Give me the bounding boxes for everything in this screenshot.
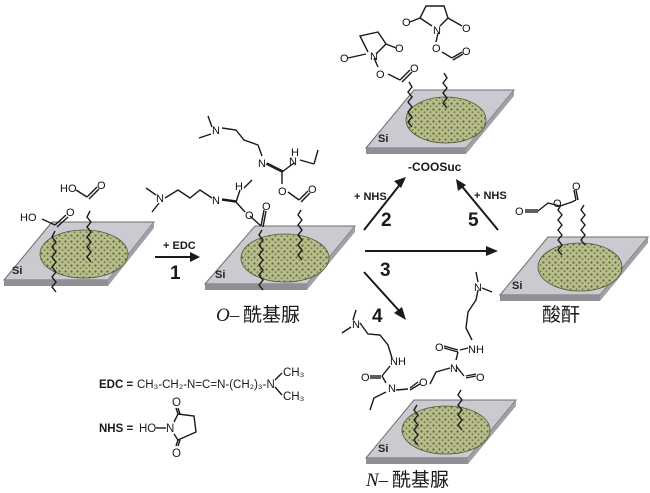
atom-o: O — [476, 372, 485, 384]
label-prefix: O– — [216, 305, 240, 326]
edc-methyl: CH₃ — [283, 367, 305, 379]
atom-o: O — [376, 69, 385, 81]
reagent-label: + NHS — [474, 190, 507, 202]
substrate-n-acylurea: Si — [364, 399, 518, 464]
atom-o: O — [66, 207, 75, 219]
arrow-step-4: 4 — [363, 271, 406, 327]
label-n-acylurea: N– 酰基脲 — [365, 469, 449, 491]
atom-o: O — [462, 23, 471, 35]
substrate-label: Si — [215, 269, 225, 281]
nhs-o: O — [172, 397, 181, 409]
substrate-start: Si — [2, 221, 156, 286]
nhs-n: N — [166, 423, 174, 435]
edc-methyl: CH₃ — [283, 391, 305, 403]
label-o-acylurea: O– 酰基脲 — [216, 304, 300, 326]
atom-o: O — [515, 206, 524, 218]
substrate-o-acylurea: Si — [203, 225, 357, 290]
substrate-label: Si — [512, 280, 522, 292]
atom-o: O — [410, 63, 419, 75]
edc-formula: CH₃-CH₂-N=C=N-(CH₂)₃-N — [137, 379, 275, 391]
atom-n: N — [450, 363, 458, 375]
atom-n: N — [212, 195, 220, 207]
atom-n: N — [156, 193, 164, 205]
arrow-step-2: + NHS 2 — [354, 177, 406, 231]
molecule-o-acylurea: O O H N N O O N H N N — [145, 115, 319, 291]
atom-ho: HO — [20, 212, 37, 224]
atom-o: O — [245, 210, 254, 222]
atom-o: O — [262, 201, 271, 213]
molecule-start-cooh: HO O HO O — [20, 180, 106, 293]
step-number: 5 — [468, 210, 479, 231]
atom-n: N — [370, 51, 378, 63]
atom-o: O — [278, 186, 287, 198]
atom-n: N — [433, 25, 441, 37]
atom-n: N — [212, 125, 220, 137]
nhs-prefix: NHS = — [99, 423, 133, 435]
nhs-ho: HO — [139, 423, 156, 435]
atom-o: O — [419, 377, 428, 389]
step-number: 1 — [170, 263, 181, 284]
reagent-label: + EDC — [163, 240, 196, 252]
label-prefix: N– — [365, 470, 389, 491]
label-text: 酰基脲 — [243, 304, 300, 326]
atom-ho: HO — [60, 183, 77, 195]
atom-n: N — [388, 383, 396, 395]
label-text: 酸酐 — [542, 304, 580, 326]
step-number: 4 — [372, 306, 383, 327]
atom-o: O — [432, 43, 441, 55]
legend-edc: EDC = CH₃-CH₂-N=C=N-(CH₂)₃-N CH₃ CH₃ — [99, 367, 305, 403]
atom-o: O — [97, 180, 106, 192]
arrow-step-1: + EDC 1 — [155, 240, 200, 284]
coosuc-label: -COOSuc — [408, 160, 462, 174]
atom-h: H — [235, 181, 243, 193]
label-anhydride: 酸酐 — [542, 304, 580, 326]
nhs-o: O — [172, 448, 181, 460]
atom-o: O — [308, 184, 317, 196]
atom-nh: NH — [468, 344, 484, 356]
atom-o: O — [395, 43, 404, 55]
atom-o: O — [572, 181, 581, 193]
substrate-coosuc: Si — [364, 89, 516, 154]
arrow-step-3: 3 — [365, 246, 498, 281]
atom-n: N — [352, 319, 360, 331]
atom-nh: NH — [390, 356, 406, 368]
atom-o: O — [340, 53, 349, 65]
reagent-label: + NHS — [354, 191, 387, 203]
molecule-anhydride: O O O — [515, 181, 586, 256]
substrate-label: Si — [12, 265, 22, 277]
atom-o: O — [553, 198, 562, 210]
step-number: 2 — [381, 210, 392, 231]
atom-n: N — [289, 156, 297, 168]
substrate-label: Si — [378, 443, 388, 455]
arrow-step-5: + NHS 5 — [456, 179, 507, 231]
substrate-anhydride: Si — [498, 236, 650, 301]
atom-o: O — [462, 46, 471, 58]
atom-n: N — [474, 282, 482, 294]
substrate-label: Si — [378, 133, 388, 145]
label-text: 酰基脲 — [392, 469, 449, 491]
step-number: 3 — [380, 260, 391, 281]
atom-o: O — [402, 17, 411, 29]
atom-n: N — [258, 158, 266, 170]
atom-o: O — [361, 372, 370, 384]
atom-o: O — [435, 342, 444, 354]
legend-nhs: NHS = HO N O O — [99, 397, 197, 460]
molecule-coosuc: O O N O O O O N O O — [340, 5, 471, 128]
atom-h: H — [291, 147, 299, 159]
molecule-n-acylurea: O N O NH N O N O NH N — [341, 271, 493, 446]
edc-prefix: EDC = — [99, 379, 133, 391]
